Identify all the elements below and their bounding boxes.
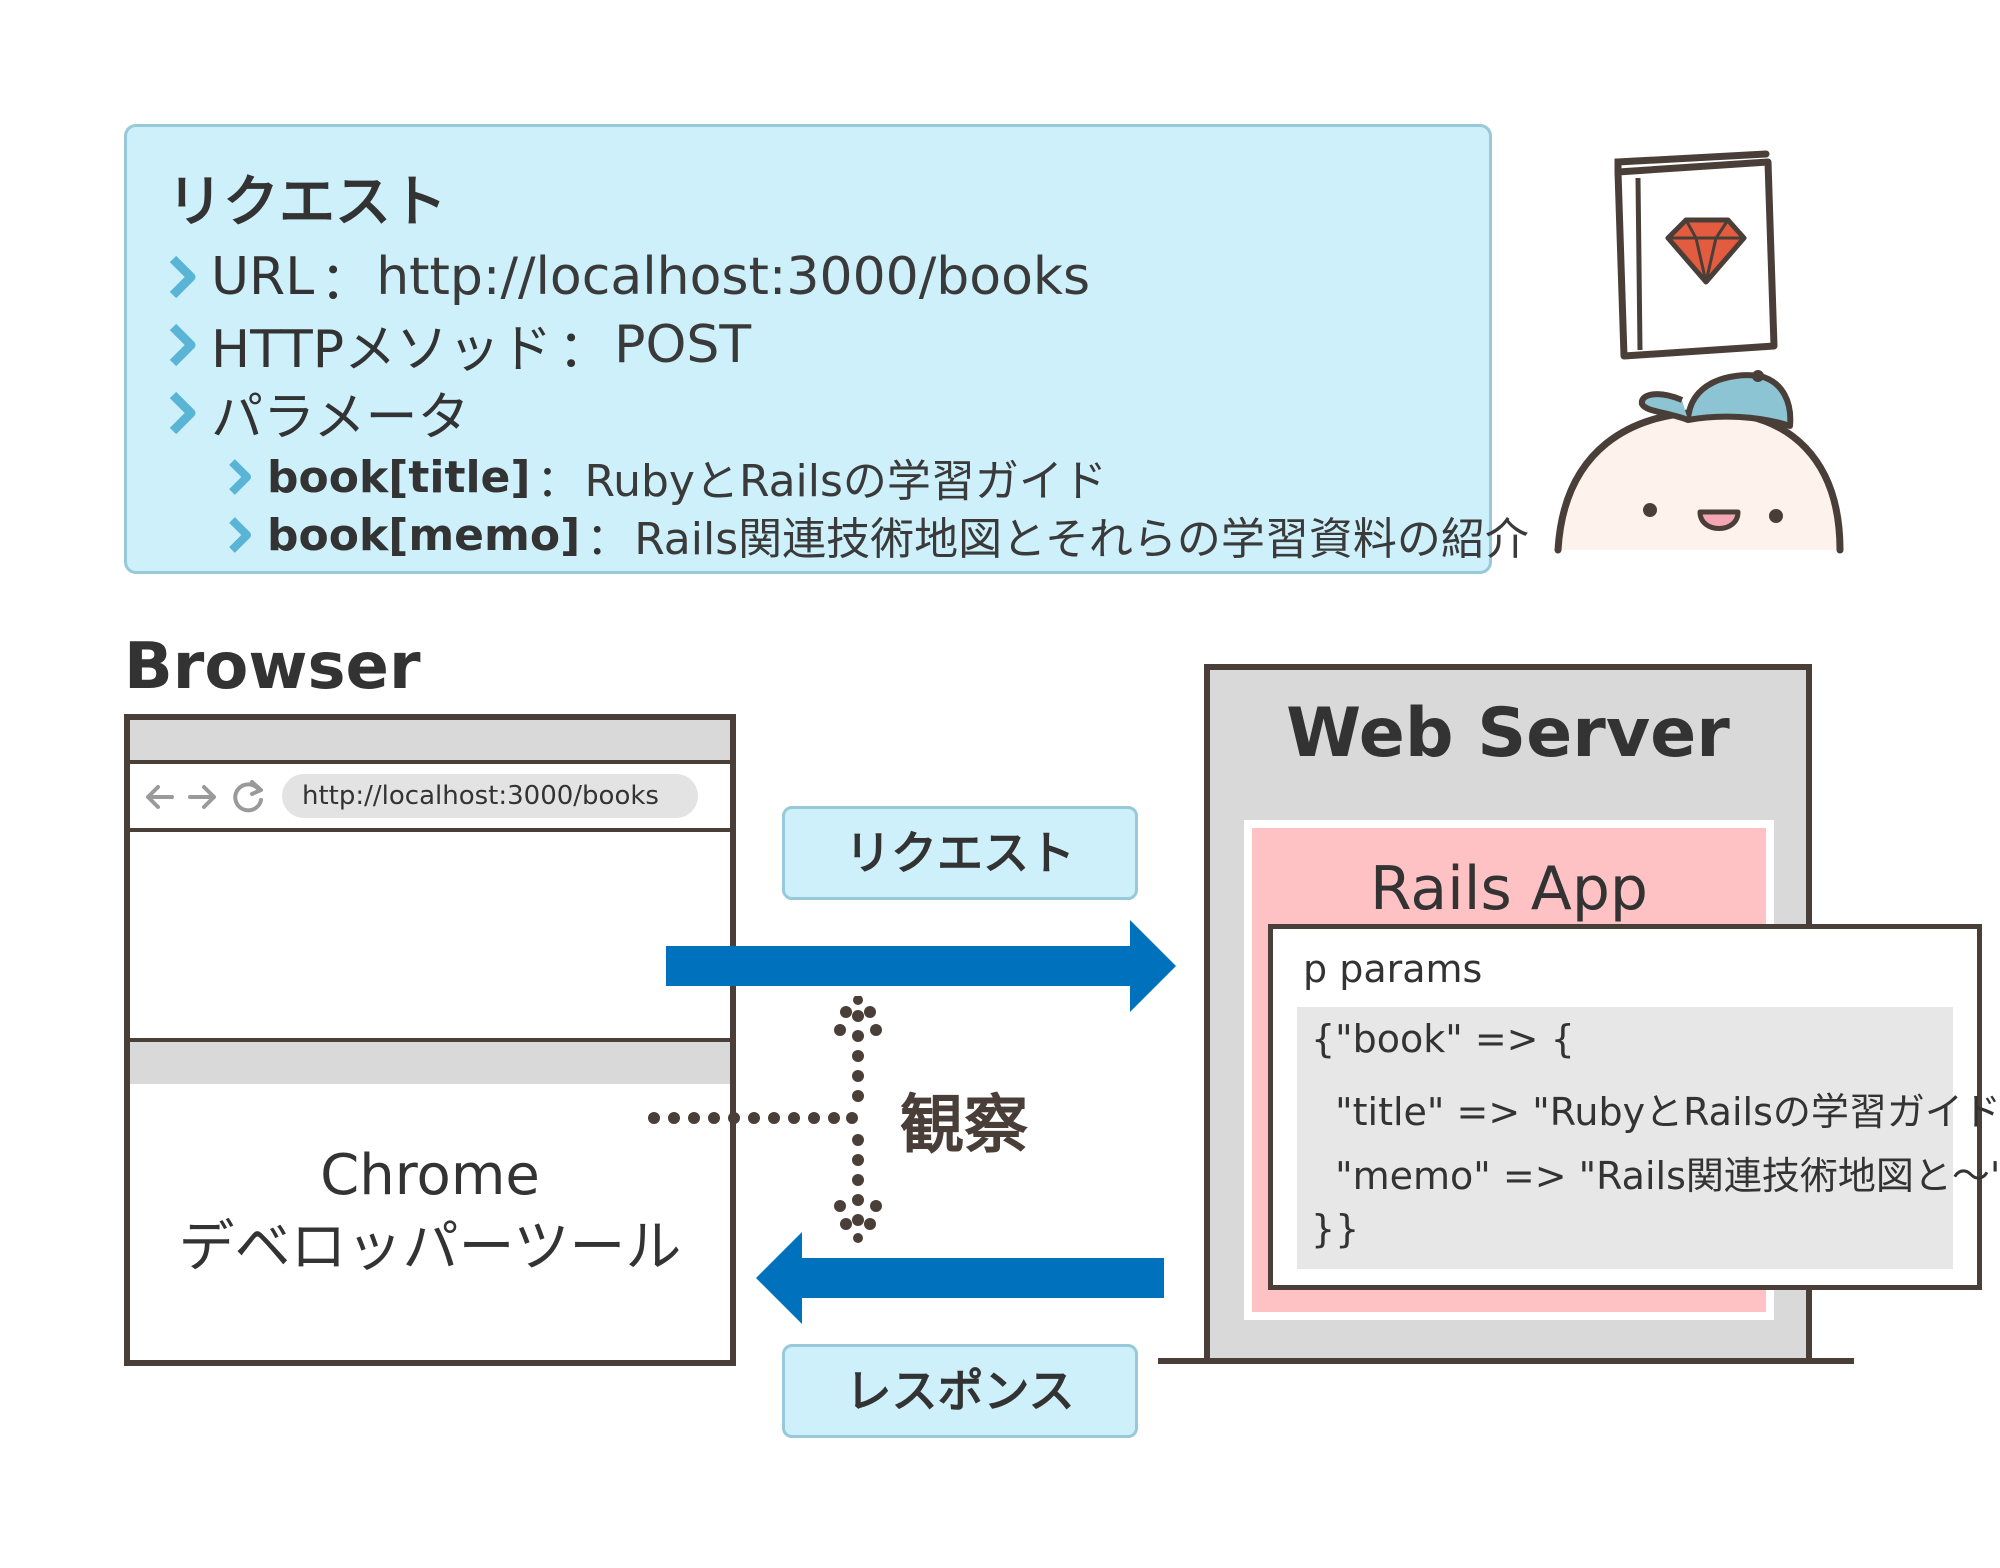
request-arrow xyxy=(666,920,1176,1012)
chevron-right-icon xyxy=(167,391,197,435)
param-memo-sep: ： xyxy=(586,514,631,565)
param-title-sep: ： xyxy=(536,456,581,507)
param-memo-key: book[memo] xyxy=(267,509,581,561)
console-output-panel: p params {"book" => { "title" => "RubyとR… xyxy=(1268,924,2000,1290)
devtools-label-line1: Chrome xyxy=(320,1143,540,1208)
request-method-row: HTTPメソッド：POST xyxy=(167,307,751,382)
chevron-right-icon xyxy=(227,516,253,554)
browser-viewport xyxy=(130,832,730,1042)
code-line: }} xyxy=(1311,1207,1360,1251)
browser-tab-bar xyxy=(130,720,730,764)
code-line: "memo" => "Rails関連技術地図と～" xyxy=(1311,1154,2000,1198)
ruby-book-icon xyxy=(1614,150,1778,360)
forward-arrow-icon[interactable] xyxy=(186,780,220,814)
param-memo-row: book[memo]：Rails関連技術地図とそれらの学習資料の紹介 xyxy=(227,503,1529,567)
observe-label: 観察 xyxy=(900,1089,1028,1163)
params-output: {"book" => { "title" => "RubyとRailsの学習ガイ… xyxy=(1297,1007,2000,1269)
request-params-key: パラメータ xyxy=(211,388,470,448)
param-title-key: book[title] xyxy=(267,451,531,503)
code-line: {"book" => { xyxy=(1311,1017,1575,1061)
chevron-right-icon xyxy=(167,255,197,299)
request-label: リクエスト xyxy=(782,806,1138,900)
devtools-panel-label: Chrome デベロッパーツール xyxy=(130,1140,730,1284)
request-url-key: URL xyxy=(211,246,315,307)
browser-nav-bar: http://localhost:3000/books xyxy=(130,764,730,832)
devtools-header-bar xyxy=(130,1042,730,1084)
request-method-value: POST xyxy=(614,314,752,375)
param-title-row: book[title]：RubyとRailsの学習ガイド xyxy=(227,445,1107,509)
server-base-line xyxy=(1158,1358,1854,1364)
request-url-row: URL：http://localhost:3000/books xyxy=(167,239,1090,314)
reload-icon[interactable] xyxy=(230,778,268,816)
mascot-illustration xyxy=(1554,150,1844,554)
cap-icon xyxy=(1638,370,1794,429)
observe-dotted-arrows xyxy=(648,996,882,1243)
character xyxy=(1554,370,1844,554)
response-label: レスポンス xyxy=(782,1344,1138,1438)
back-arrow-icon[interactable] xyxy=(142,780,176,814)
browser-label: Browser xyxy=(124,630,421,704)
web-server-title: Web Server xyxy=(1286,694,1730,773)
request-info-title: リクエスト xyxy=(167,170,447,235)
response-arrow xyxy=(756,1232,1164,1324)
request-url-value: http://localhost:3000/books xyxy=(376,246,1091,307)
chevron-right-icon xyxy=(167,323,197,367)
devtools-label-line2: デベロッパーツール xyxy=(178,1215,682,1280)
request-info-box: リクエスト URL：http://localhost:3000/books HT… xyxy=(124,124,1529,574)
console-command: p params xyxy=(1303,947,1483,991)
address-bar[interactable]: http://localhost:3000/books xyxy=(282,774,698,818)
request-method-key: HTTPメソッド xyxy=(211,320,553,380)
chevron-right-icon xyxy=(227,458,253,496)
param-memo-value: Rails関連技術地図とそれらの学習資料の紹介 xyxy=(634,514,1529,565)
request-params-row: パラメータ xyxy=(167,375,469,450)
request-url-sep: ： xyxy=(320,252,373,312)
browser-window: http://localhost:3000/books Chrome デベロッパ… xyxy=(124,714,736,1366)
code-line: "title" => "RubyとRailsの学習ガイド", xyxy=(1311,1090,2000,1134)
ruby-gem-icon xyxy=(1665,217,1747,285)
request-method-sep: ： xyxy=(558,320,611,380)
rails-app-title: Rails App xyxy=(1369,854,1649,924)
param-title-value: RubyとRailsの学習ガイド xyxy=(584,456,1107,507)
